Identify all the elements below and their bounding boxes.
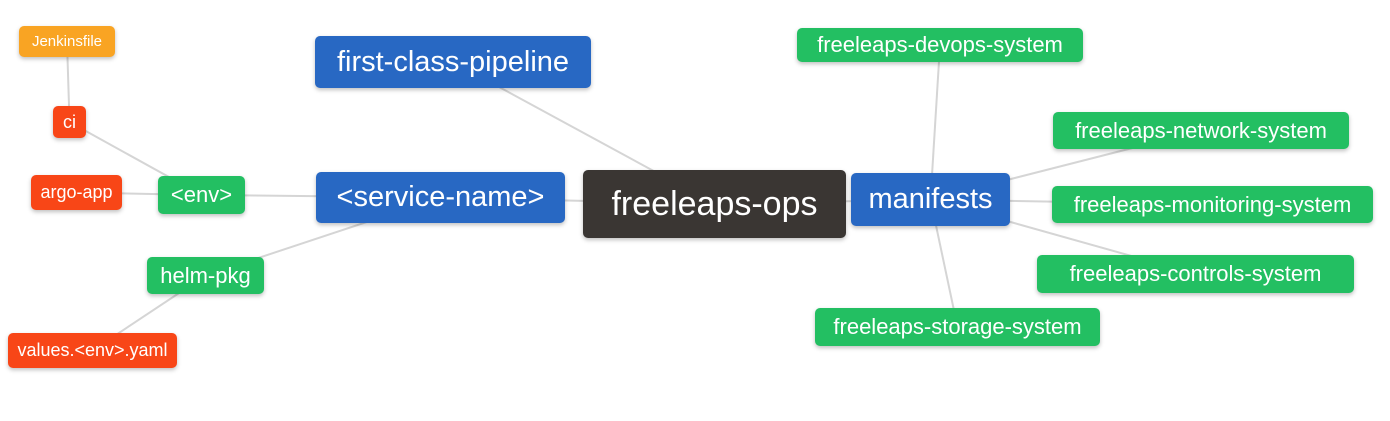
node-manifests[interactable]: manifests [851,173,1010,226]
node-freeleaps-devops-system[interactable]: freeleaps-devops-system [797,28,1083,62]
node-freeleaps-monitoring-system[interactable]: freeleaps-monitoring-system [1052,186,1373,223]
node-freeleaps-storage-system[interactable]: freeleaps-storage-system [815,308,1100,346]
node-ci[interactable]: ci [53,106,86,138]
node-env[interactable]: <env> [158,176,245,214]
node-argo-app[interactable]: argo-app [31,175,122,210]
node-values-env-yaml[interactable]: values.<env>.yaml [8,333,177,368]
node-service-name[interactable]: <service-name> [316,172,565,223]
node-first-class-pipeline[interactable]: first-class-pipeline [315,36,591,88]
node-jenkinsfile[interactable]: Jenkinsfile [19,26,115,57]
node-freeleaps-controls-system[interactable]: freeleaps-controls-system [1037,255,1354,293]
node-freeleaps-ops[interactable]: freeleaps-ops [583,170,846,238]
node-helm-pkg[interactable]: helm-pkg [147,257,264,294]
node-freeleaps-network-system[interactable]: freeleaps-network-system [1053,112,1349,149]
